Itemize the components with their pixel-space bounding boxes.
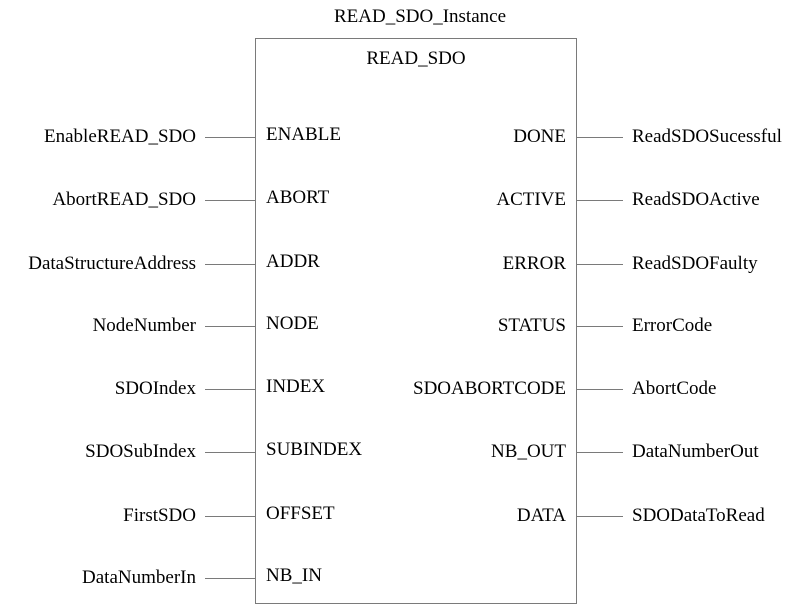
io-row: SDOIndex INDEX SDOABORTCODE AbortCode <box>0 376 807 401</box>
output-pin: STATUS <box>497 315 566 336</box>
input-pin: SUBINDEX <box>266 439 363 460</box>
io-row: EnableREAD_SDO ENABLE DONE ReadSDOSucess… <box>0 124 807 149</box>
io-row: FirstSDO OFFSET DATA SDODataToRead <box>0 503 807 528</box>
input-pin: NODE <box>266 313 319 334</box>
output-connector-line <box>577 389 623 390</box>
output-variable: DataNumberOut <box>632 441 759 462</box>
input-connector-line <box>205 516 255 517</box>
output-variable: SDODataToRead <box>632 505 765 526</box>
output-pin: ACTIVE <box>496 189 566 210</box>
function-block <box>255 38 577 604</box>
input-connector-line <box>205 578 255 579</box>
input-connector-line <box>205 200 255 201</box>
output-variable: ReadSDOSucessful <box>632 126 782 147</box>
input-pin: ADDR <box>266 251 320 272</box>
instance-name: READ_SDO_Instance <box>333 6 507 27</box>
input-connector-line <box>205 452 255 453</box>
output-connector-line <box>577 264 623 265</box>
input-variable: EnableREAD_SDO <box>44 126 196 147</box>
output-pin: SDOABORTCODE <box>413 378 566 399</box>
output-connector-line <box>577 516 623 517</box>
io-row: AbortREAD_SDO ABORT ACTIVE ReadSDOActive <box>0 187 807 212</box>
input-connector-line <box>205 326 255 327</box>
output-variable: ErrorCode <box>632 315 713 336</box>
input-variable: NodeNumber <box>92 315 196 336</box>
io-row: SDOSubIndex SUBINDEX NB_OUT DataNumberOu… <box>0 439 807 464</box>
input-variable: DataNumberIn <box>82 567 196 588</box>
output-connector-line <box>577 452 623 453</box>
input-variable: DataStructureAddress <box>28 253 196 274</box>
input-connector-line <box>205 389 255 390</box>
output-connector-line <box>577 137 623 138</box>
input-variable: SDOSubIndex <box>85 441 196 462</box>
input-pin: ENABLE <box>266 124 341 145</box>
input-pin: OFFSET <box>266 503 335 524</box>
input-variable: FirstSDO <box>123 505 196 526</box>
output-pin: NB_OUT <box>491 441 566 462</box>
output-variable: ReadSDOActive <box>632 189 760 210</box>
output-variable: AbortCode <box>632 378 717 399</box>
input-connector-line <box>205 137 255 138</box>
output-pin: ERROR <box>502 253 566 274</box>
input-pin: INDEX <box>266 376 326 397</box>
output-connector-line <box>577 200 623 201</box>
input-variable: SDOIndex <box>114 378 196 399</box>
io-row: DataNumberIn NB_IN <box>0 565 807 590</box>
io-row: NodeNumber NODE STATUS ErrorCode <box>0 313 807 338</box>
input-pin: NB_IN <box>266 565 322 586</box>
output-pin: DATA <box>516 505 566 526</box>
input-variable: AbortREAD_SDO <box>52 189 196 210</box>
input-pin: ABORT <box>266 187 330 208</box>
block-type-title: READ_SDO <box>366 48 466 69</box>
output-connector-line <box>577 326 623 327</box>
output-pin: DONE <box>513 126 566 147</box>
io-row: DataStructureAddress ADDR ERROR ReadSDOF… <box>0 251 807 276</box>
input-connector-line <box>205 264 255 265</box>
output-variable: ReadSDOFaulty <box>632 253 758 274</box>
